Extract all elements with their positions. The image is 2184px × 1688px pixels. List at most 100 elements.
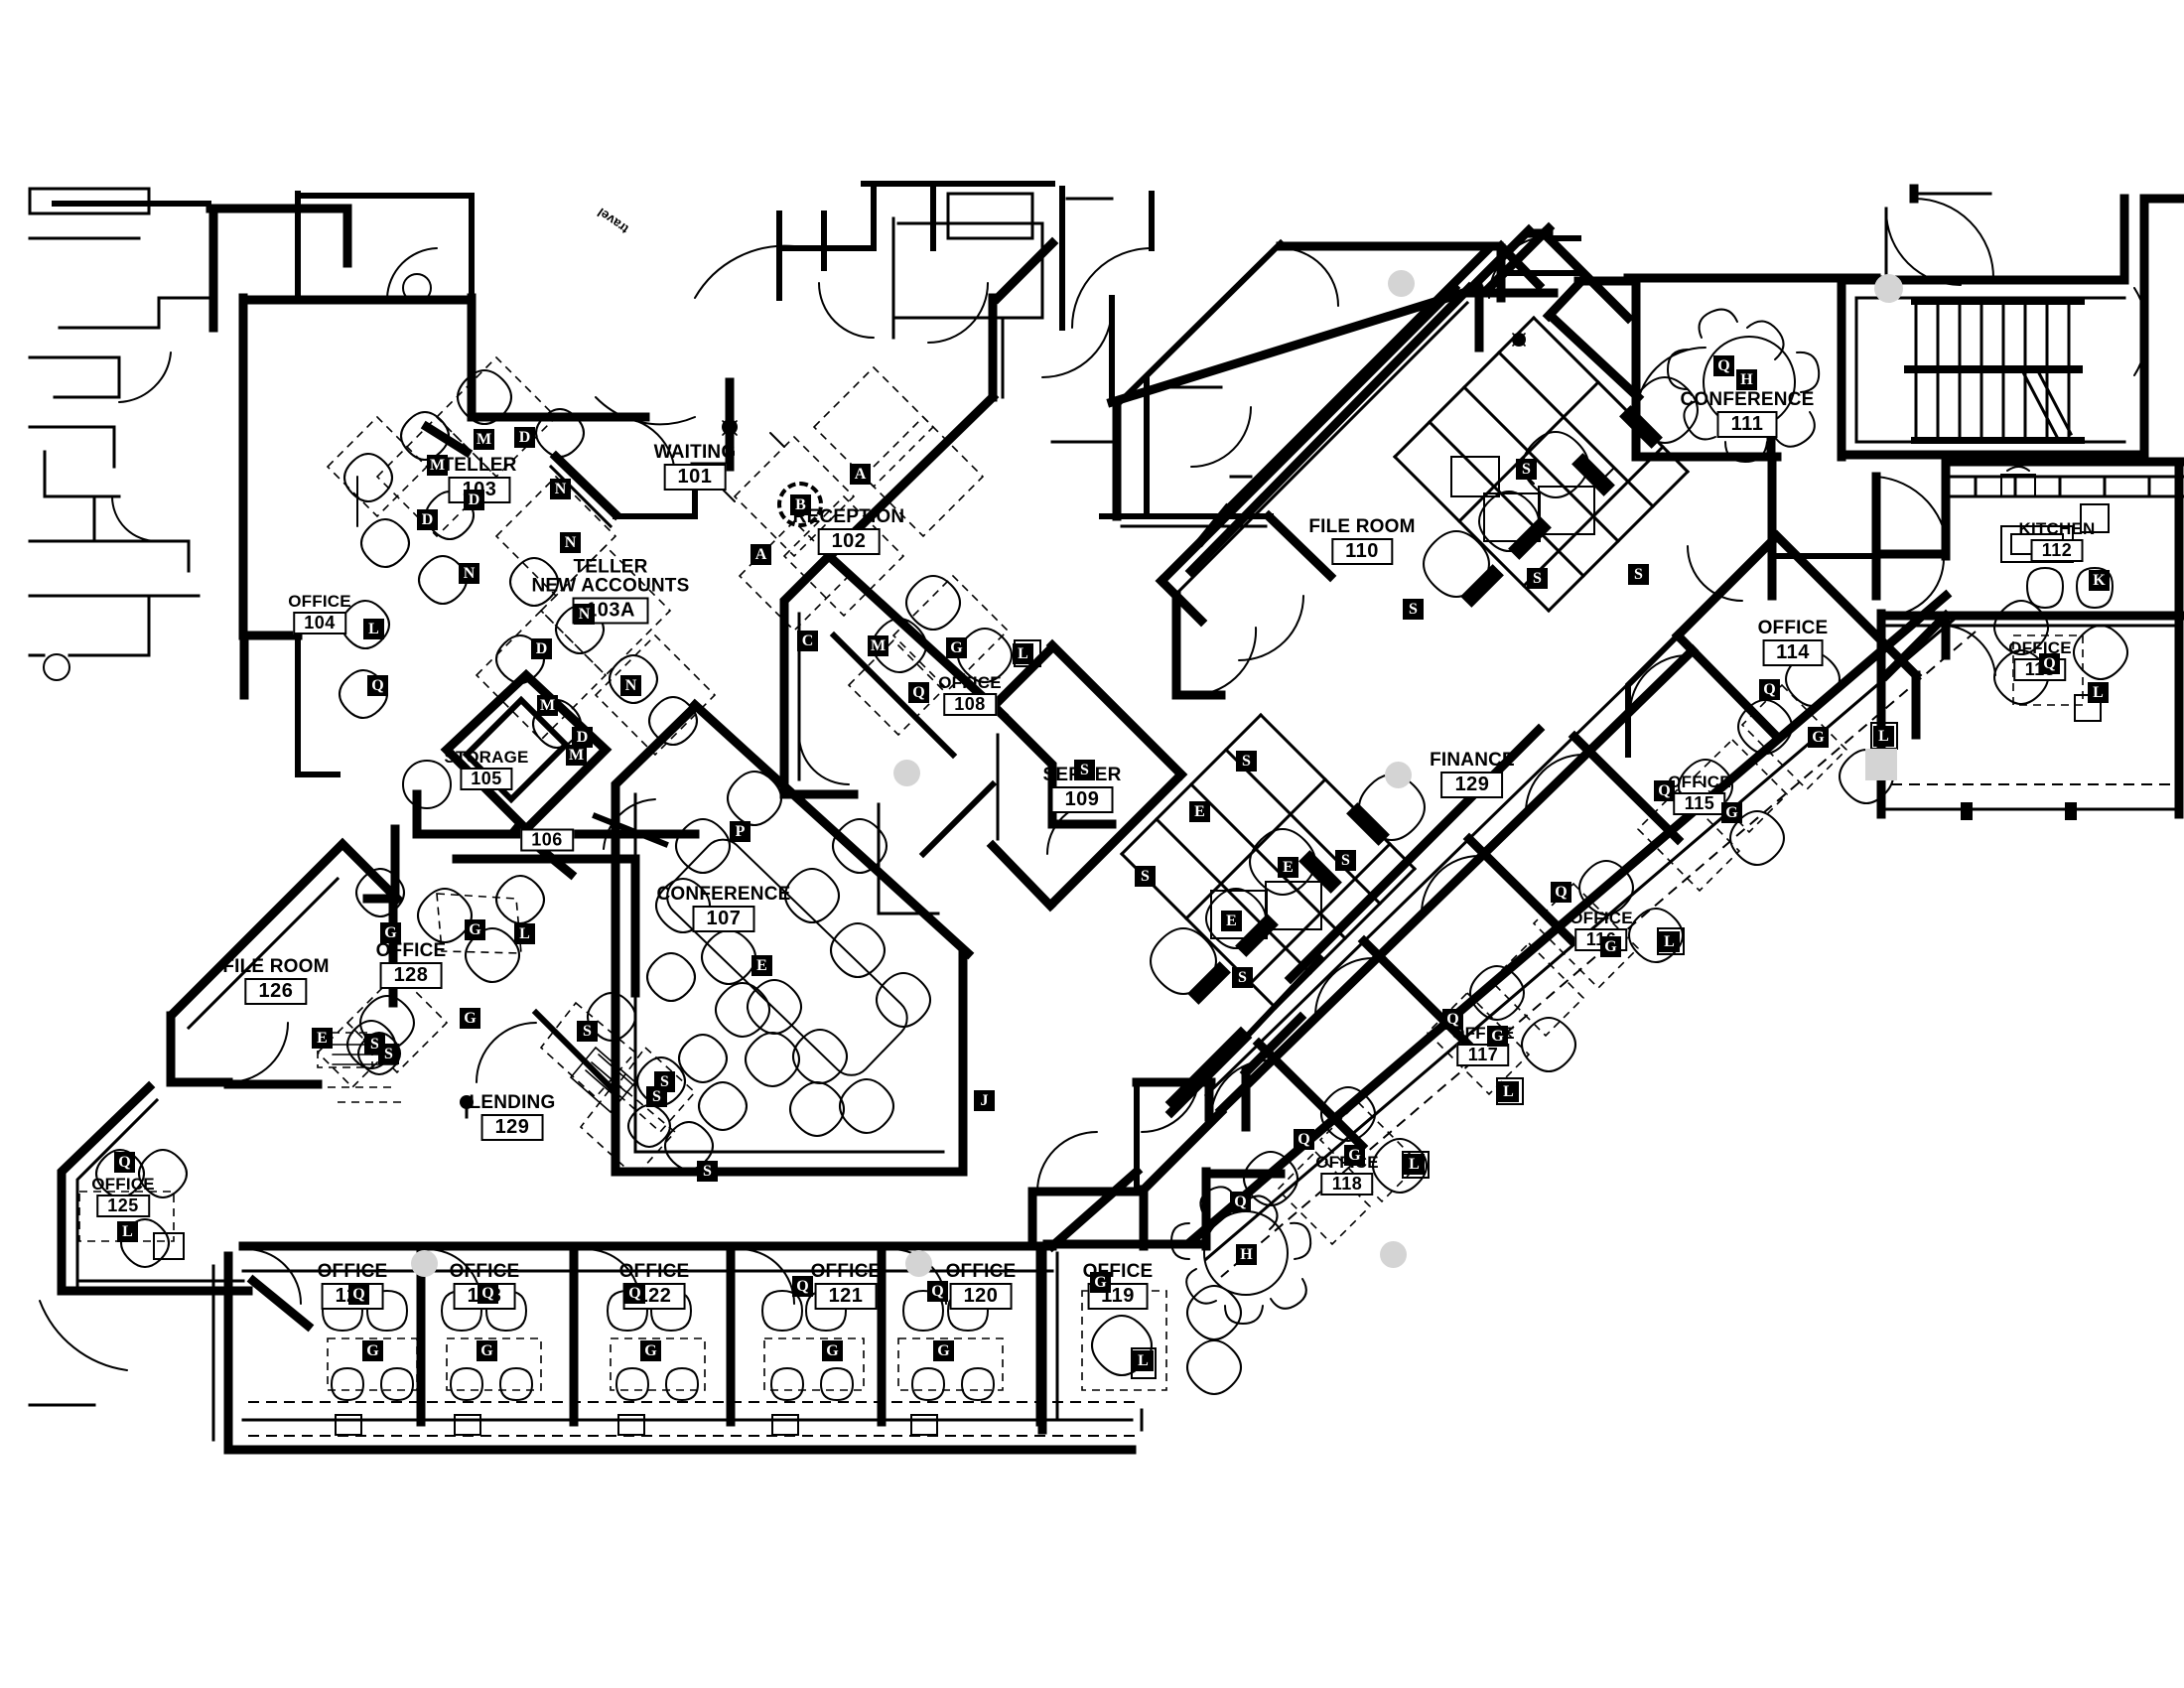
equipment-tag-d[interactable]: D bbox=[417, 509, 438, 530]
equipment-tag-s[interactable]: S bbox=[1628, 564, 1649, 585]
equipment-tag-q[interactable]: Q bbox=[908, 682, 929, 703]
equipment-tag-d[interactable]: D bbox=[531, 638, 552, 659]
equipment-tag-g[interactable]: G bbox=[380, 922, 401, 943]
equipment-tag-g[interactable]: G bbox=[460, 1008, 480, 1029]
equipment-tag-d[interactable]: D bbox=[514, 427, 535, 448]
equipment-tag-g[interactable]: G bbox=[477, 1340, 497, 1361]
equipment-tag-g[interactable]: G bbox=[1721, 802, 1742, 823]
equipment-tag-g[interactable]: G bbox=[1808, 727, 1829, 748]
equipment-tag-g[interactable]: G bbox=[1600, 936, 1621, 957]
equipment-tag-q[interactable]: Q bbox=[367, 675, 388, 696]
equipment-tag-n[interactable]: N bbox=[560, 532, 581, 553]
equipment-tag-g[interactable]: G bbox=[1487, 1026, 1508, 1047]
equipment-tag-m[interactable]: M bbox=[566, 745, 587, 766]
equipment-tag-c[interactable]: C bbox=[797, 631, 818, 651]
equipment-tag-s[interactable]: S bbox=[1232, 967, 1253, 988]
equipment-tag-k[interactable]: K bbox=[2089, 570, 2110, 591]
equipment-tag-s[interactable]: S bbox=[646, 1086, 667, 1107]
equipment-tag-m[interactable]: M bbox=[474, 429, 494, 450]
equipment-tag-l[interactable]: L bbox=[1133, 1350, 1154, 1371]
equipment-tag-s[interactable]: S bbox=[378, 1044, 399, 1064]
equipment-tag-e[interactable]: E bbox=[312, 1028, 333, 1049]
equipment-tag-g[interactable]: G bbox=[946, 637, 967, 658]
equipment-tag-q[interactable]: Q bbox=[624, 1283, 645, 1304]
equipment-tag-l[interactable]: L bbox=[117, 1221, 138, 1242]
equipment-tag-e[interactable]: E bbox=[751, 955, 772, 976]
equipment-tag-l[interactable]: L bbox=[1013, 643, 1033, 664]
equipment-tag-s[interactable]: S bbox=[1527, 568, 1548, 589]
equipment-tag-q[interactable]: Q bbox=[114, 1152, 135, 1173]
equipment-tag-s[interactable]: S bbox=[1516, 459, 1537, 480]
equipment-tag-g[interactable]: G bbox=[465, 919, 485, 940]
equipment-tag-l[interactable]: L bbox=[514, 923, 535, 944]
room-label-106[interactable]: 106 bbox=[520, 827, 574, 852]
equipment-tag-l[interactable]: L bbox=[1873, 726, 1894, 747]
equipment-tag-l[interactable]: L bbox=[1498, 1081, 1519, 1102]
equipment-tag-s[interactable]: S bbox=[1135, 866, 1156, 887]
equipment-tag-n[interactable]: N bbox=[550, 479, 571, 499]
equipment-tag-q[interactable]: Q bbox=[1294, 1129, 1314, 1150]
equipment-tag-h[interactable]: H bbox=[1236, 1244, 1257, 1265]
equipment-tag-g[interactable]: G bbox=[822, 1340, 843, 1361]
equipment-tag-n[interactable]: N bbox=[620, 675, 641, 696]
equipment-tag-q[interactable]: Q bbox=[1551, 882, 1571, 903]
equipment-tag-q[interactable]: Q bbox=[792, 1276, 813, 1297]
room-label-109[interactable]: SERVER109 bbox=[1043, 766, 1122, 813]
equipment-tag-q[interactable]: Q bbox=[1230, 1192, 1251, 1212]
equipment-tag-m[interactable]: M bbox=[537, 695, 558, 716]
equipment-tag-s[interactable]: S bbox=[577, 1021, 598, 1042]
equipment-tag-q[interactable]: Q bbox=[1654, 780, 1675, 801]
equipment-tag-s[interactable]: S bbox=[1236, 751, 1257, 772]
equipment-tag-g[interactable]: G bbox=[1090, 1272, 1111, 1293]
equipment-tag-h[interactable]: H bbox=[1736, 369, 1757, 390]
equipment-tag-q[interactable]: Q bbox=[2039, 653, 2060, 674]
equipment-tag-n[interactable]: N bbox=[574, 604, 595, 625]
equipment-tag-a[interactable]: A bbox=[751, 544, 771, 565]
equipment-tag-e[interactable]: E bbox=[1189, 801, 1210, 822]
equipment-tag-l[interactable]: L bbox=[2088, 682, 2109, 703]
equipment-tag-m[interactable]: M bbox=[868, 635, 888, 656]
equipment-tag-s[interactable]: S bbox=[1403, 599, 1424, 620]
equipment-tag-s[interactable]: S bbox=[697, 1161, 718, 1182]
equipment-tag-s[interactable]: S bbox=[1074, 760, 1095, 780]
equipment-tag-b[interactable]: B bbox=[790, 494, 811, 515]
equipment-tag-l[interactable]: L bbox=[1659, 931, 1680, 952]
equipment-tag-n[interactable]: N bbox=[459, 563, 479, 584]
equipment-tag-g[interactable]: G bbox=[640, 1340, 661, 1361]
equipment-tag-g[interactable]: G bbox=[1344, 1145, 1365, 1166]
equipment-tag-e[interactable]: E bbox=[1221, 911, 1242, 931]
equipment-tag-g[interactable]: G bbox=[362, 1340, 383, 1361]
equipment-tag-l[interactable]: L bbox=[363, 619, 384, 639]
equipment-tag-p[interactable]: P bbox=[730, 821, 751, 842]
equipment-tag-q[interactable]: Q bbox=[478, 1283, 498, 1304]
equipment-tag-l[interactable]: L bbox=[1404, 1154, 1425, 1175]
equipment-tag-q[interactable]: Q bbox=[1442, 1009, 1463, 1030]
equipment-tag-d[interactable]: D bbox=[464, 490, 484, 510]
equipment-tag-e[interactable]: E bbox=[1278, 857, 1298, 878]
equipment-tag-d[interactable]: D bbox=[572, 727, 593, 748]
equipment-tag-a[interactable]: A bbox=[850, 464, 871, 485]
equipment-tag-q[interactable]: Q bbox=[1713, 355, 1734, 376]
equipment-tag-q[interactable]: Q bbox=[348, 1284, 369, 1305]
equipment-tag-q[interactable]: Q bbox=[927, 1281, 948, 1302]
equipment-tag-j[interactable]: J bbox=[974, 1090, 995, 1111]
equipment-tag-s[interactable]: S bbox=[1335, 850, 1356, 871]
